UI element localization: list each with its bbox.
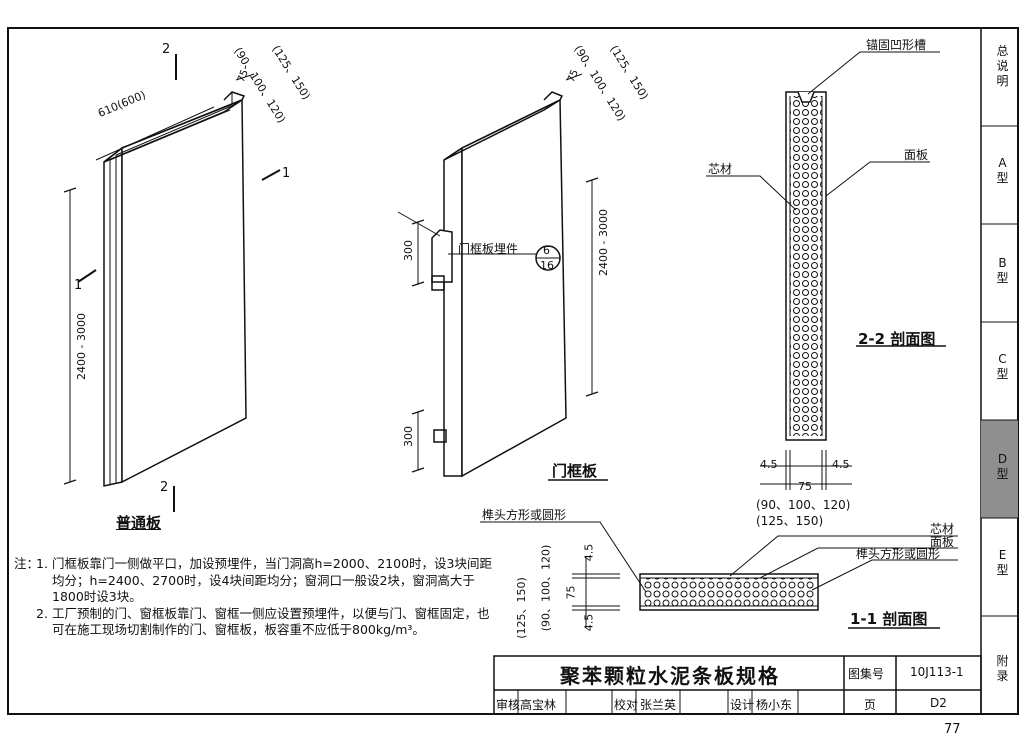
left-panel-name: 普通板 (116, 514, 162, 532)
atlas-number: 10J113-1 (910, 665, 964, 679)
middle-panel-spacing-top: 300 (402, 240, 415, 261)
dim-2-2-alt-1: (90、100、120) (756, 498, 851, 512)
section-2-2-title: 2-2 剖面图 (858, 330, 936, 348)
label-face-2-2: 面板 (904, 148, 929, 162)
middle-panel-height-dim: 2400 - 3000 (596, 209, 610, 276)
middle-panel-spacing-bottom: 300 (402, 426, 415, 447)
atlas-label: 图集号 (848, 667, 885, 681)
dim-1-1-alt-2: (125、150) (514, 577, 528, 639)
drawing-title: 聚苯颗粒水泥条板规格 (560, 664, 780, 688)
section-mark-1-right: 1 (282, 166, 291, 181)
review-label: 审核 (496, 698, 521, 712)
sidebar-tab-a[interactable]: A 型 (996, 156, 1009, 185)
label-face-1-1: 面板 (930, 535, 955, 549)
dim-2-2-left: 4.5 (760, 458, 778, 471)
note-item: 2. 工厂预制的门、窗框板靠门、窗框一侧应设置预埋件，以便与门、窗框固定，也可在… (14, 606, 494, 639)
section-1-1-title: 1-1 剖面图 (850, 610, 928, 628)
embed-ref-top: 6 (543, 244, 550, 257)
sidebar-tab-d[interactable]: D 型 (996, 452, 1009, 481)
proof-name: 张兰英 (640, 698, 677, 712)
design-name: 杨小东 (756, 698, 793, 712)
left-panel-drawing (63, 54, 281, 512)
note-number: 2. (36, 605, 48, 621)
left-panel-height-dim: 2400 - 3000 (74, 313, 88, 380)
sidebar-tab-c[interactable]: C 型 (996, 352, 1009, 381)
title-block-frame (493, 655, 982, 715)
page-label: 页 (864, 698, 877, 712)
section-mark-2-bottom: 2 (160, 480, 169, 495)
dim-1-1-top: 4.5 (582, 543, 596, 562)
middle-panel-name: 门框板 (552, 462, 598, 480)
label-core-1-1: 芯材 (930, 522, 955, 536)
dim-2-2-total: 75 (798, 480, 812, 493)
section-mark-2-top: 2 (162, 42, 171, 57)
middle-panel-drawing (397, 73, 608, 481)
label-tenon-left: 榫头方形或圆形 (482, 508, 567, 522)
label-anchor-groove: 锚固凹形槽 (866, 38, 927, 52)
note-number: 1. (36, 556, 48, 571)
label-tenon-right: 榫头方形或圆形 (856, 547, 941, 561)
proof-label: 校对 (614, 698, 639, 712)
section-mark-1-left: 1 (74, 278, 83, 293)
label-core-2-2: 芯材 (708, 162, 733, 176)
dim-2-2-alt-2: (125、150) (756, 514, 824, 528)
sidebar-tab-e[interactable]: E 型 (996, 548, 1009, 577)
sidebar-tab-dividers (981, 125, 1018, 617)
embed-ref-bottom: 16 (540, 259, 554, 272)
note-text: 工厂预制的门、窗框板靠门、窗框一侧应设置预埋件，以便与门、窗框固定，也可在施工现… (52, 605, 490, 638)
design-label: 设计 (730, 698, 755, 712)
notes-label: 注： (14, 556, 40, 571)
section-1-1-drawing (480, 521, 958, 629)
dim-1-1-bottom: 4.5 (582, 613, 596, 632)
section-2-2-drawing (706, 51, 946, 490)
note-text: 门框板靠门一侧做平口，加设预埋件，当门洞高h=2000、2100时，设3块间距均… (52, 556, 492, 604)
dim-1-1-alt-1: (90、100、120) (539, 544, 553, 632)
embed-label: 门框板埋件 (458, 242, 519, 256)
sidebar-tab-appendix[interactable]: 附 录 (996, 654, 1009, 683)
dim-2-2-right: 4.5 (832, 458, 850, 471)
sidebar-tab-b[interactable]: B 型 (996, 256, 1009, 285)
review-name: 高宝林 (520, 698, 557, 712)
page-code: D2 (930, 696, 947, 710)
sidebar-tab-general[interactable]: 总 说 明 (996, 44, 1009, 88)
note-item: 注： 1. 门框板靠门一侧做平口，加设预埋件，当门洞高h=2000、2100时，… (14, 556, 494, 606)
notes-block: 注： 1. 门框板靠门一侧做平口，加设预埋件，当门洞高h=2000、2100时，… (14, 556, 494, 639)
dim-1-1-mid: 75 (564, 585, 578, 600)
page-number: 77 (944, 722, 961, 737)
